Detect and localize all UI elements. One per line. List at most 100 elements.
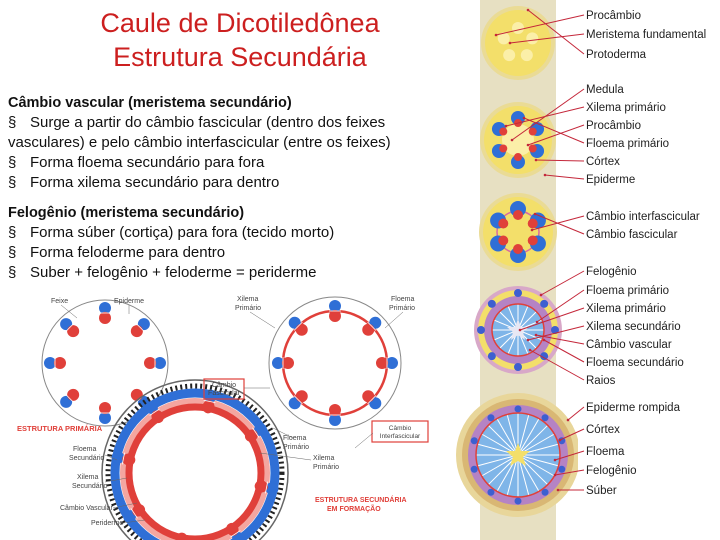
- primary-xylem-star: [507, 319, 529, 340]
- primary-phloem-cap: [514, 497, 522, 505]
- label-epiderme: Epiderme: [114, 298, 144, 305]
- primary-phloem-cap: [541, 488, 549, 496]
- ray: [496, 418, 519, 456]
- primary-xylem: [498, 235, 509, 246]
- label-cambio-fascicular-1: Câmbio: [212, 382, 236, 389]
- label-floema-primario-b2: Primário: [283, 444, 309, 451]
- stage-label: Felogênio: [586, 266, 637, 278]
- label-periderme: Periderme: [91, 520, 123, 527]
- stage-label: Procâmbio: [586, 120, 641, 132]
- vascular-bundle: [254, 480, 279, 495]
- primary-phloem-cap: [540, 352, 549, 361]
- felogenio-item-3: Suber + felogênio + feloderme = periderm…: [30, 264, 317, 281]
- vascular-bundle: [99, 302, 111, 324]
- cambio-heading: Câmbio vascular (meristema secundário): [8, 95, 292, 111]
- vascular-bundle: [123, 504, 146, 523]
- stage-5-periderm: [456, 393, 578, 517]
- primary-phloem-cap: [487, 414, 495, 422]
- ray: [517, 424, 549, 456]
- vascular-bundle: [362, 390, 382, 410]
- bullet: §: [8, 244, 17, 261]
- bullet: §: [8, 114, 17, 131]
- cambium-forming-diagram: [268, 296, 402, 430]
- bullet: §: [8, 224, 17, 241]
- label-floema-primario-1: Floema: [391, 296, 414, 303]
- stage-label: Meristema fundamental: [586, 29, 706, 41]
- primary-xylem: [513, 244, 523, 254]
- vascular-bundle: [329, 404, 341, 426]
- primary-phloem-cap: [487, 299, 496, 308]
- label-floema-primario-b1: Floema: [283, 435, 306, 442]
- secondary-structure-diagram: [101, 379, 289, 540]
- cambio-item-3: Forma xilema secundário para dentro: [30, 174, 280, 191]
- vascular-bundle: [175, 532, 188, 540]
- stage-label: Epiderme: [586, 174, 635, 186]
- vascular-bundle: [362, 316, 382, 336]
- vascular-bundle: [288, 390, 308, 410]
- stage-label: Xilema primário: [586, 102, 666, 114]
- label-floema-primario-2: Primário: [389, 305, 415, 312]
- primary-phloem-cap: [540, 299, 549, 308]
- stage-label: Floema primário: [586, 285, 669, 297]
- primary-xylem: [513, 210, 523, 220]
- ray: [517, 311, 537, 331]
- primary-phloem-cap: [487, 352, 496, 361]
- primary-phloem-cap: [551, 326, 559, 334]
- cambio-section: Câmbio vascular (meristema secundário) §…: [8, 93, 448, 193]
- ray: [477, 454, 519, 467]
- primary-phloem-cap: [470, 437, 478, 445]
- title-line-1: Caule de Dicotiledônea: [100, 8, 380, 38]
- cambio-item-2: Forma floema secundário para fora: [30, 154, 265, 171]
- primary-xylem: [499, 127, 508, 136]
- felogenio-item-1: Forma súber (cortiça) para fora (tecido …: [30, 224, 335, 241]
- felogenio-section: Felogênio (meristema secundário) § Forma …: [8, 203, 448, 283]
- stage-label: Raios: [586, 375, 616, 387]
- label-xilema-secundario-2: Secundário: [72, 483, 108, 490]
- label-xilema-primario-1: Xilema: [237, 296, 259, 303]
- bullet: §: [8, 154, 17, 171]
- vascular-bundle: [272, 357, 294, 369]
- stage-label: Floema primário: [586, 138, 669, 150]
- stage-label: Medula: [586, 84, 624, 96]
- label-xilema-primario-b1: Xilema: [313, 455, 335, 462]
- felogenio-heading: Felogênio (meristema secundário): [8, 205, 245, 221]
- primary-phloem-cap: [514, 363, 522, 371]
- vascular-bundle: [130, 318, 150, 338]
- label-floema-secundario-2: Secundário: [69, 455, 105, 462]
- bullet: §: [8, 174, 17, 191]
- label-estrutura-primaria: ESTRUTURA PRIMÁRIA: [17, 424, 103, 433]
- primary-xylem: [527, 218, 538, 229]
- ray: [517, 418, 540, 456]
- ray: [481, 454, 519, 477]
- label-xilema-secundario-1: Xilema: [77, 474, 99, 481]
- ray: [517, 454, 555, 477]
- title-line-2: Estrutura Secundária: [113, 42, 367, 72]
- vascular-bundle: [244, 423, 267, 442]
- stage-label: Floema secundário: [586, 357, 684, 369]
- felogenio-item-2: Forma feloderme para dentro: [30, 244, 226, 261]
- stage-label: Câmbio vascular: [586, 339, 672, 351]
- label-cambio-interfascicular-2: Interfascicular: [380, 433, 421, 440]
- stage-4-secondary: [474, 286, 562, 374]
- vascular-bundle: [44, 357, 66, 369]
- stage-label: Epiderme rompida: [586, 402, 681, 414]
- stage-label: Córtex: [586, 424, 620, 436]
- stage-label: Câmbio interfascicular: [586, 211, 700, 223]
- primary-xylem: [528, 127, 537, 136]
- stage-label: Córtex: [586, 156, 620, 168]
- vascular-bundle: [226, 522, 245, 540]
- label-estrutura-secundaria-2: EM FORMAÇÃO: [327, 504, 381, 513]
- label-cambio-vascular: Câmbio Vascular: [60, 505, 113, 512]
- primary-xylem: [499, 144, 508, 153]
- vascular-bundle: [60, 388, 80, 408]
- procambium-strand: [526, 32, 539, 45]
- procambium-strand: [497, 32, 510, 45]
- label-cambio-fascicular-2: Fascicular: [208, 390, 241, 397]
- primary-xylem-star: [506, 443, 530, 466]
- ray: [487, 424, 519, 456]
- label-xilema-primario-2: Primário: [235, 305, 261, 312]
- label-floema-secundario-1: Floema: [73, 446, 96, 453]
- primary-phloem-cap: [558, 465, 566, 473]
- ray: [499, 311, 519, 331]
